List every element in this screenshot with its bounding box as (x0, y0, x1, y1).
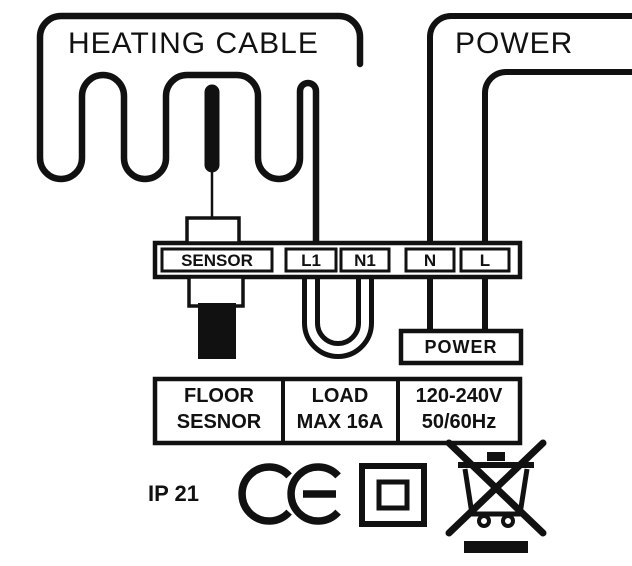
ce-mark-icon (238, 463, 341, 525)
spec-voltage-line2: 50/60Hz (422, 411, 497, 433)
terminal-label-l1: L1 (301, 251, 321, 270)
spec-load-line1: LOAD (312, 385, 369, 407)
weee-bin-icon (445, 439, 547, 553)
spec-floor-line2: SESNOR (177, 411, 262, 433)
spec-floor-line1: FLOOR (184, 385, 255, 407)
terminal-block: SENSOR L1 N1 N L (152, 240, 523, 280)
double-insulation-icon (359, 463, 427, 527)
ip-rating-label: IP 21 (148, 481, 199, 506)
terminal-cell-sensor (160, 247, 274, 273)
sensor-plug (187, 275, 245, 359)
sensor-connector (185, 216, 241, 245)
terminal-label-sensor: SENSOR (181, 251, 253, 270)
power-box-label: POWER (424, 337, 497, 357)
power-feed-box: POWER (398, 328, 524, 366)
terminal-label-l: L (480, 251, 490, 270)
terminal-label-n: N (424, 251, 436, 270)
terminal-cell-l (459, 247, 511, 273)
power-supply-label: POWER (455, 27, 573, 60)
terminal-label-n1: N1 (354, 251, 376, 270)
terminal-cell-n (404, 247, 456, 273)
spec-table: FLOOR SESNOR LOAD MAX 16A 120-240V 50/60… (152, 376, 523, 446)
load-loop-wire (302, 277, 374, 359)
heating-cable-label: HEATING CABLE (68, 27, 319, 60)
power-wire-n (427, 13, 632, 243)
terminal-cell-l1 (284, 247, 338, 273)
spec-load-line2: MAX 16A (297, 411, 384, 433)
spec-voltage-line1: 120-240V (416, 385, 503, 407)
power-feed-wires (427, 277, 488, 333)
terminal-cell-n1 (339, 247, 391, 273)
power-wire-l (482, 69, 632, 243)
heating-cable-wire (36, 12, 364, 247)
